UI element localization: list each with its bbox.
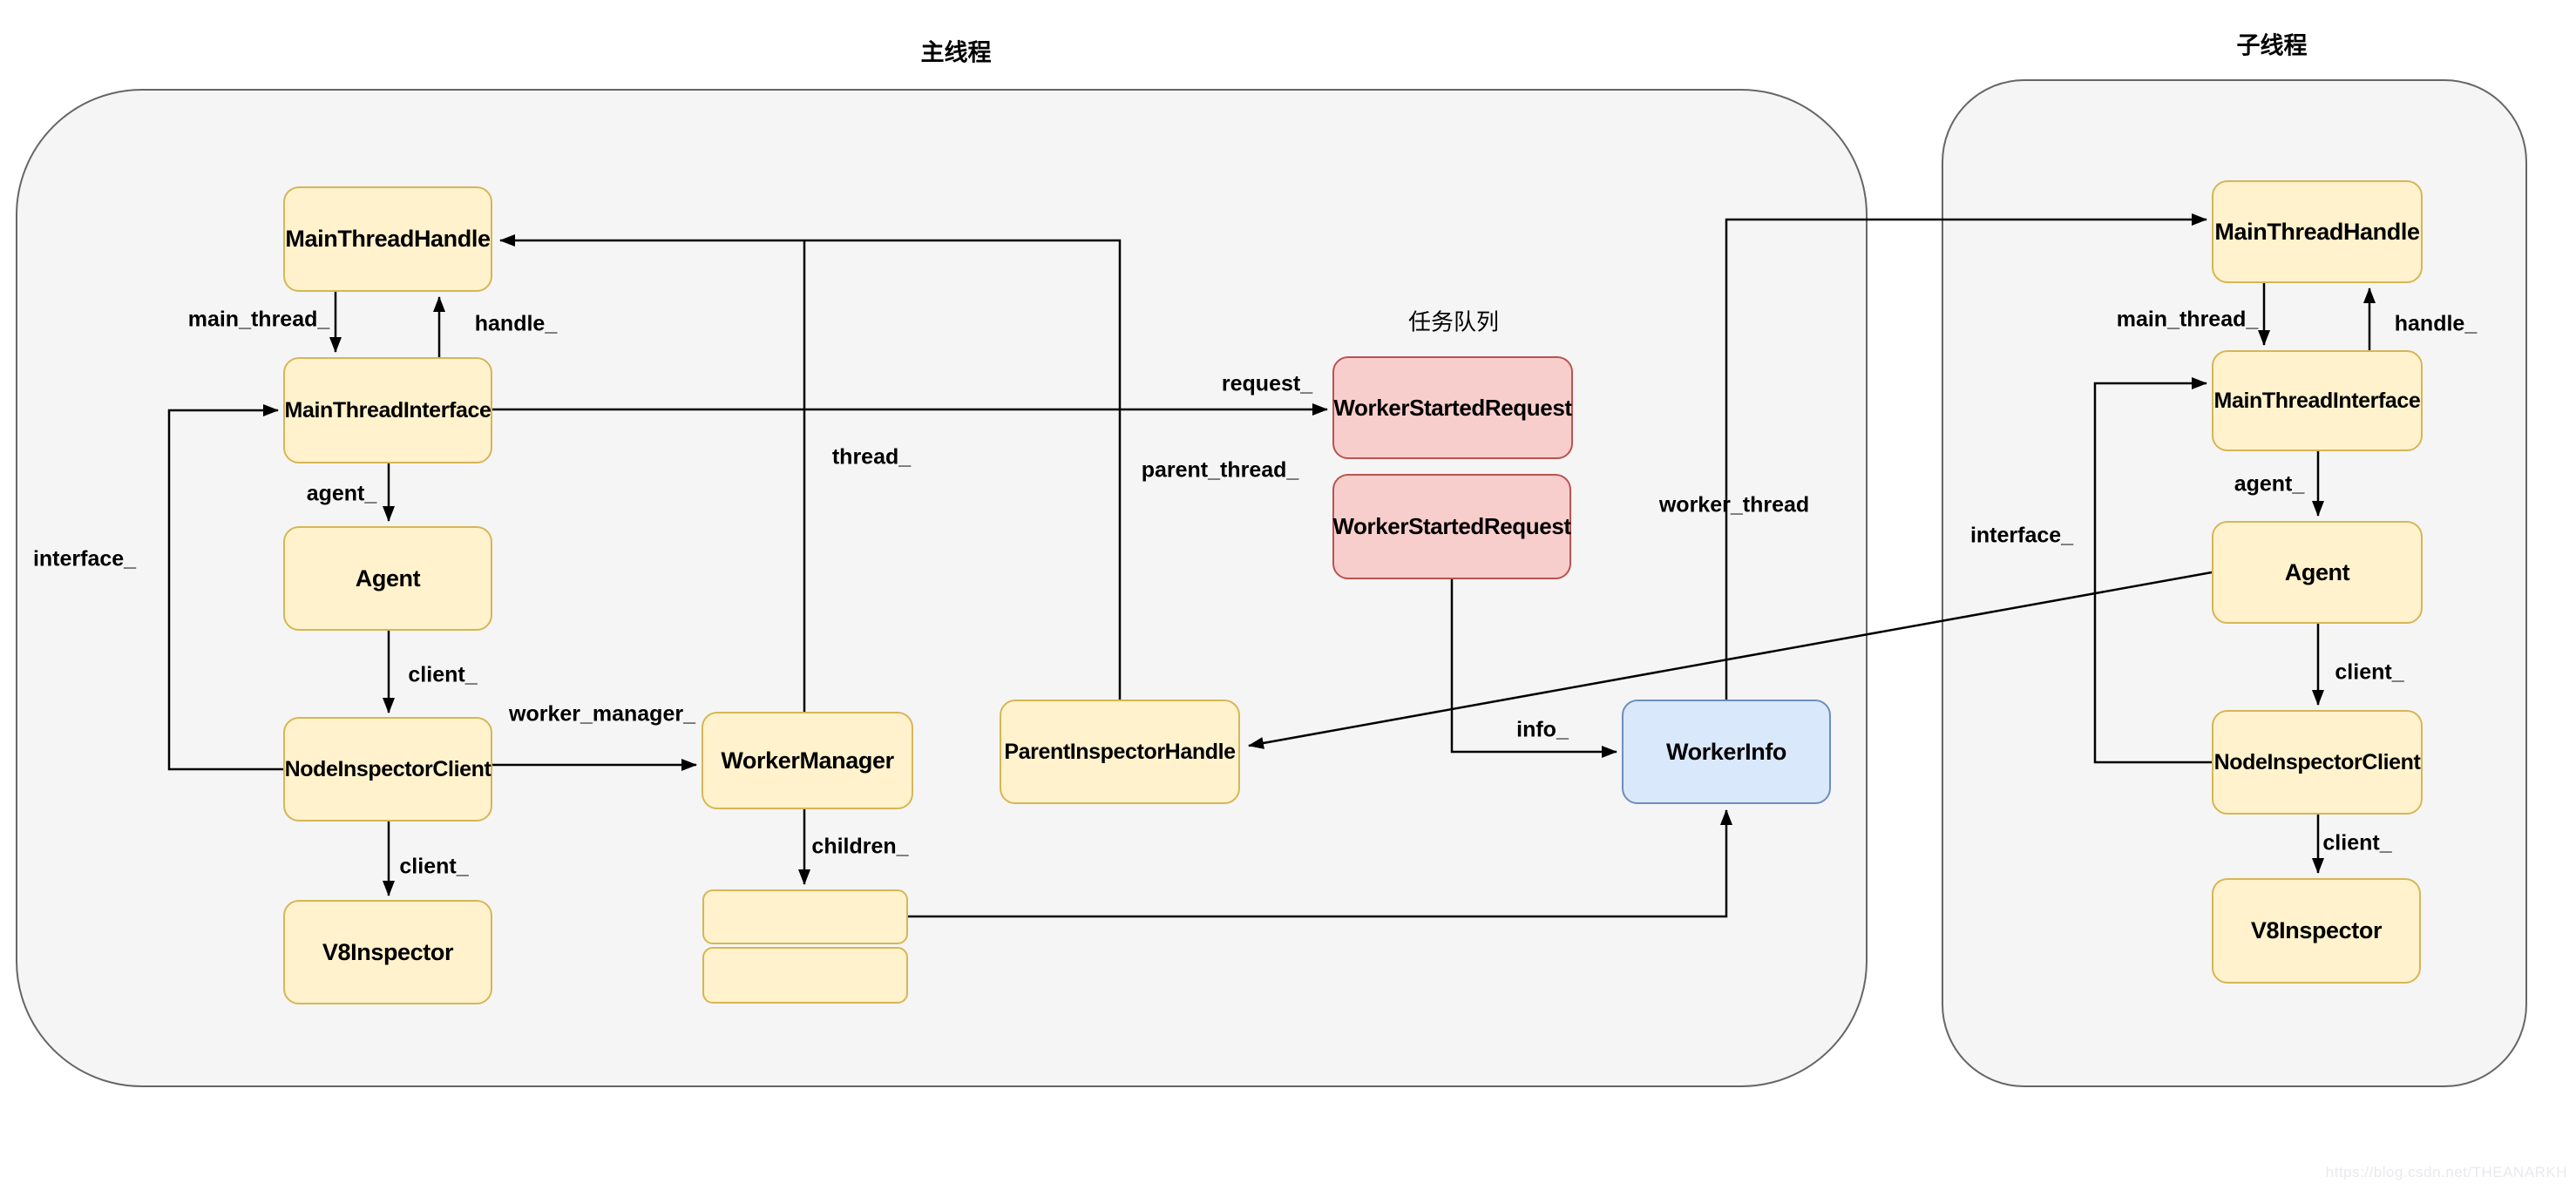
node-main-thread-interface-main: MainThreadInterface (283, 357, 492, 463)
edge-label-interface-main: interface_ (32, 546, 137, 571)
edge-label-children: children_ (811, 834, 909, 859)
node-main-thread-handle-child: MainThreadHandle (2212, 180, 2423, 283)
edge-label-main-thread-main: main_thread_ (187, 307, 330, 332)
node-worker-started-request-2: WorkerStartedRequest (1332, 474, 1571, 579)
watermark: https://blog.csdn.net/THEANARKH (2325, 1164, 2567, 1180)
edge-label-client2-main: client_ (399, 854, 469, 879)
node-agent-child: Agent (2212, 521, 2423, 624)
edge-label-agent-child: agent_ (2234, 471, 2305, 497)
node-main-thread-handle-main: MainThreadHandle (283, 186, 492, 292)
node-worker-list-slot-1 (702, 889, 908, 944)
edge-label-client-child: client_ (2335, 659, 2404, 685)
edge-label-interface-child: interface_ (1969, 523, 2074, 548)
edge-label-request: request_ (1221, 371, 1313, 396)
edge-label-thread: thread_ (831, 444, 912, 470)
edge-label-client2-child: client_ (2322, 830, 2392, 855)
child-thread-title: 子线程 (2236, 32, 2308, 59)
edge-label-info: info_ (1516, 717, 1569, 742)
edge-label-parent-thread: parent_thread_ (1141, 457, 1299, 483)
edge-label-client-main: client_ (408, 662, 478, 687)
node-node-inspector-client-child: NodeInspectorClient (2212, 710, 2423, 815)
node-v8-inspector-child: V8Inspector (2212, 878, 2421, 984)
node-worker-started-request-1: WorkerStartedRequest (1332, 356, 1573, 459)
node-agent-main: Agent (283, 526, 492, 631)
node-worker-info: WorkerInfo (1622, 700, 1831, 804)
edge-label-agent-main: agent_ (306, 481, 377, 506)
node-parent-inspector-handle: ParentInspectorHandle (1000, 700, 1240, 804)
edge-label-main-thread-child: main_thread_ (2116, 307, 2259, 332)
node-v8-inspector-main: V8Inspector (283, 900, 492, 1004)
node-worker-manager: WorkerManager (702, 712, 913, 809)
edge-label-worker-thread: worker_thread (1658, 492, 1810, 517)
edge-label-worker-manager: worker_manager_ (508, 701, 696, 727)
edge-label-handle-main: handle_ (474, 311, 558, 336)
main-thread-title: 主线程 (920, 39, 992, 66)
edge-label-handle-child: handle_ (2394, 311, 2478, 336)
node-main-thread-interface-child: MainThreadInterface (2212, 350, 2423, 451)
node-node-inspector-client-main: NodeInspectorClient (283, 717, 492, 822)
node-worker-list-slot-2 (702, 947, 908, 1004)
task-queue-title: 任务队列 (1407, 308, 1500, 335)
